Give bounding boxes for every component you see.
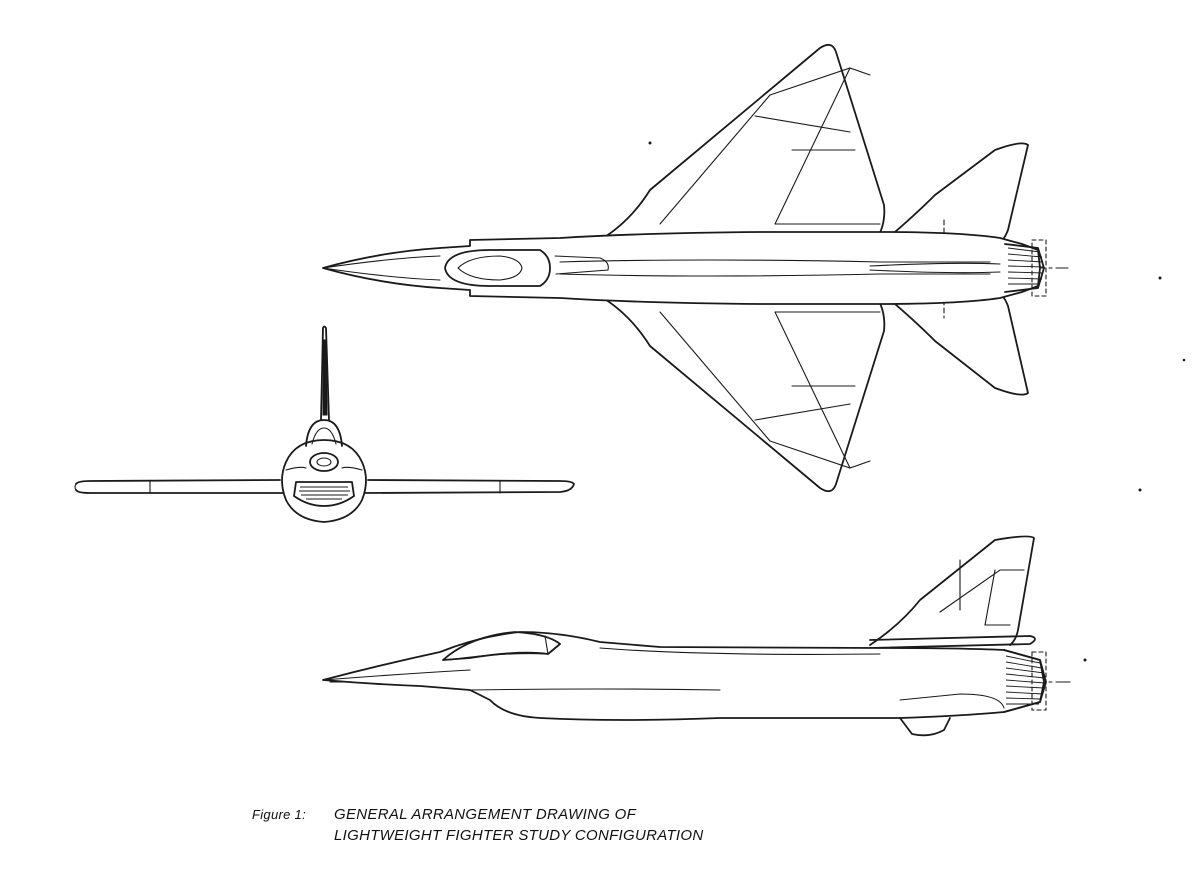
plan-fuselage [322,231,1041,305]
front-view [74,325,575,523]
plan-nozzle [1004,243,1045,293]
front-wing [75,479,575,494]
plan-upper-tailplane [887,142,1029,243]
scan-specks [648,141,1186,662]
front-fin [320,325,330,421]
side-fin [869,535,1035,646]
plan-view [322,43,1069,493]
side-fuselage [322,631,1045,721]
plan-lower-tailplane [887,293,1029,396]
figure-title-line1: GENERAL ARRANGEMENT DRAWING OF [334,806,637,823]
plan-lower-wing [599,295,886,493]
figure-title-line2: LIGHTWEIGHT FIGHTER STUDY CONFIGURATION [334,827,704,844]
plan-upper-wing [599,43,886,241]
side-canopy [442,631,561,661]
side-view [322,535,1071,737]
figure-caption: Figure 1:GENERAL ARRANGEMENT DRAWING OF … [252,804,892,846]
plan-canopy [444,249,551,287]
figure-number: Figure 1: [252,807,307,822]
